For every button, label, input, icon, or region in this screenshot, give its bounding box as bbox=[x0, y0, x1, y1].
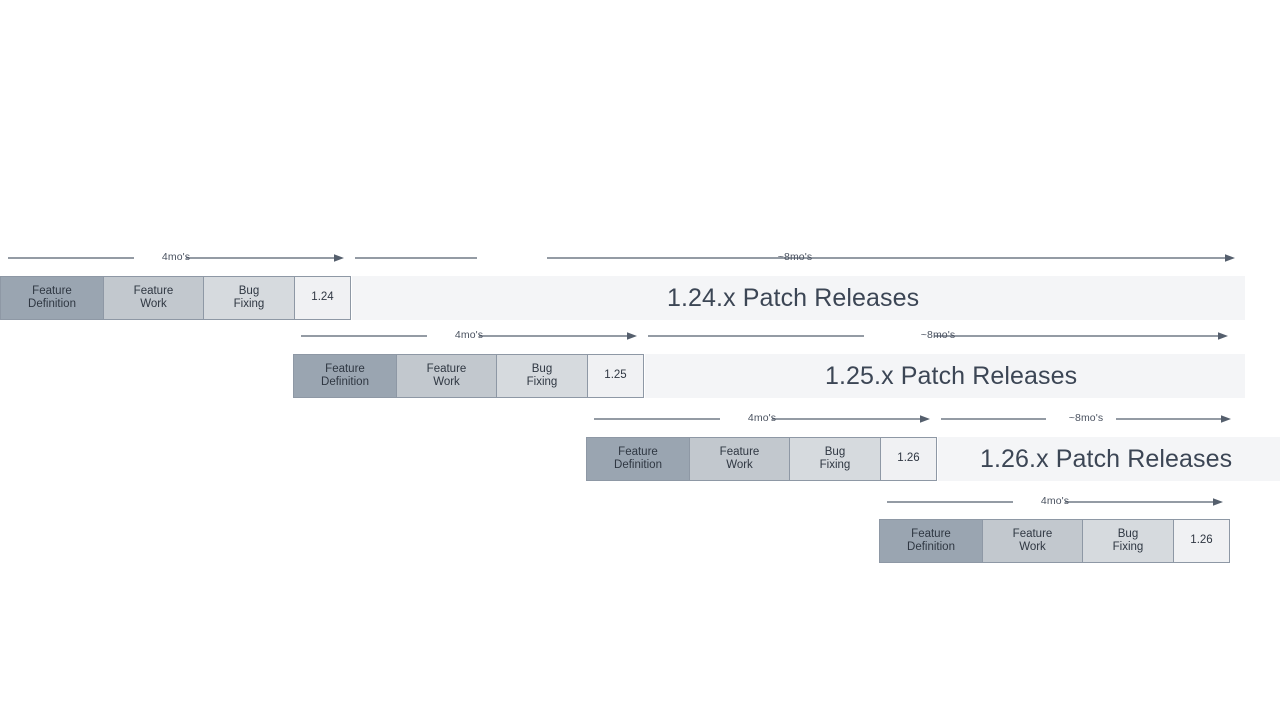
dev-duration-label-126: 4mo's bbox=[747, 412, 777, 424]
patch-release-label-126: 1.26.x Patch Releases bbox=[980, 444, 1233, 473]
phase-bar-next: Feature Definition Feature Work Bug Fixi… bbox=[879, 519, 1230, 563]
phase-label-line2: Work bbox=[1019, 541, 1046, 553]
phase-feature-definition-124[interactable]: Feature Definition bbox=[0, 276, 104, 320]
phase-label-line1: Feature bbox=[32, 284, 72, 297]
patch-release-label-124: 1.24.x Patch Releases bbox=[667, 283, 920, 312]
phase-label-line2: Fixing bbox=[1112, 541, 1144, 553]
phase-label-line1: Feature bbox=[618, 445, 658, 458]
phase-label-line1: Feature bbox=[911, 527, 951, 540]
phase-bug-fixing-next[interactable]: Bug Fixing bbox=[1082, 519, 1174, 563]
phase-label-line2: Definition bbox=[321, 376, 369, 388]
patch-release-band-125: 1.25.x Patch Releases bbox=[645, 354, 1245, 398]
phase-label-line2: Fixing bbox=[526, 376, 558, 388]
phase-label-line1: Bug bbox=[824, 445, 846, 458]
dev-duration-measure-124: 4mo's bbox=[8, 248, 344, 270]
patch-duration-label-126: ~8mo's bbox=[1068, 412, 1104, 424]
version-box-126[interactable]: 1.26 bbox=[880, 437, 937, 481]
phase-label-line2: Definition bbox=[614, 459, 662, 471]
phase-bar-126: Feature Definition Feature Work Bug Fixi… bbox=[586, 437, 937, 481]
version-box-125[interactable]: 1.25 bbox=[587, 354, 644, 398]
patch-release-band-126: 1.26.x Patch Releases bbox=[938, 437, 1280, 481]
patch-release-band-124: 1.24.x Patch Releases bbox=[352, 276, 1245, 320]
phase-bar-125: Feature Definition Feature Work Bug Fixi… bbox=[293, 354, 644, 398]
dev-duration-label-next: 4mo's bbox=[1040, 495, 1070, 507]
phase-label-line2: Definition bbox=[28, 298, 76, 310]
phase-label-line2: Fixing bbox=[233, 298, 265, 310]
patch-duration-measure-126: ~8mo's bbox=[941, 409, 1231, 431]
phase-feature-work-124[interactable]: Feature Work bbox=[103, 276, 204, 320]
version-box-124[interactable]: 1.24 bbox=[294, 276, 351, 320]
phase-label-line2: Work bbox=[726, 459, 753, 471]
dev-duration-label-125: 4mo's bbox=[454, 329, 484, 341]
dev-duration-measure-126: 4mo's bbox=[594, 409, 930, 431]
phase-feature-definition-125[interactable]: Feature Definition bbox=[293, 354, 397, 398]
patch-duration-measure-125: ~8mo's bbox=[648, 326, 1228, 348]
phase-label-line1: Feature bbox=[719, 445, 760, 458]
phase-feature-definition-126[interactable]: Feature Definition bbox=[586, 437, 690, 481]
phase-label-line1: Feature bbox=[133, 284, 174, 297]
dev-duration-label-124: 4mo's bbox=[161, 251, 191, 263]
phase-feature-work-126[interactable]: Feature Work bbox=[689, 437, 790, 481]
patch-duration-label-124: ~8mo's bbox=[777, 251, 813, 263]
dev-duration-measure-next: 4mo's bbox=[887, 492, 1223, 514]
phase-feature-work-125[interactable]: Feature Work bbox=[396, 354, 497, 398]
phase-label-line2: Definition bbox=[907, 541, 955, 553]
phase-label-line1: Feature bbox=[426, 362, 467, 375]
phase-feature-definition-next[interactable]: Feature Definition bbox=[879, 519, 983, 563]
version-box-next[interactable]: 1.26 bbox=[1173, 519, 1230, 563]
phase-label-line2: Fixing bbox=[819, 459, 851, 471]
phase-bug-fixing-124[interactable]: Bug Fixing bbox=[203, 276, 295, 320]
patch-release-label-125: 1.25.x Patch Releases bbox=[825, 361, 1078, 390]
phase-feature-work-next[interactable]: Feature Work bbox=[982, 519, 1083, 563]
patch-duration-label-125: ~8mo's bbox=[920, 329, 956, 341]
phase-label-line2: Work bbox=[433, 376, 460, 388]
dev-duration-measure-125: 4mo's bbox=[301, 326, 637, 348]
phase-label-line1: Bug bbox=[1117, 527, 1139, 540]
phase-label-line1: Bug bbox=[531, 362, 553, 375]
phase-label-line1: Feature bbox=[325, 362, 365, 375]
phase-label-line1: Feature bbox=[1012, 527, 1053, 540]
phase-bug-fixing-125[interactable]: Bug Fixing bbox=[496, 354, 588, 398]
patch-duration-measure-124: ~8mo's bbox=[355, 248, 1235, 270]
phase-label-line2: Work bbox=[140, 298, 167, 310]
phase-bar-124: Feature Definition Feature Work Bug Fixi… bbox=[0, 276, 351, 320]
phase-bug-fixing-126[interactable]: Bug Fixing bbox=[789, 437, 881, 481]
phase-label-line1: Bug bbox=[238, 284, 260, 297]
